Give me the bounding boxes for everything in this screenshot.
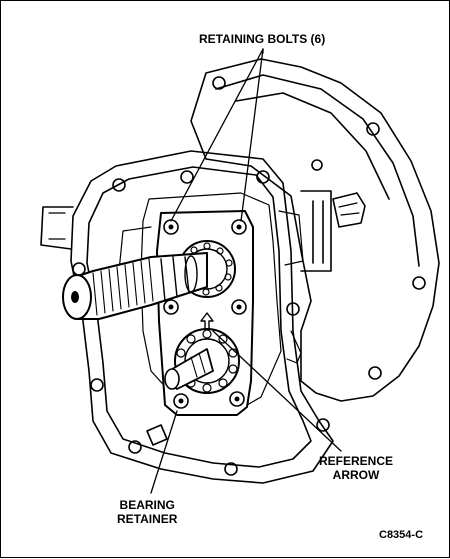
case-side-ribs [300, 190, 332, 272]
case-bolt [368, 366, 382, 380]
reference-arrow-label: REFERENCE ARROW [319, 454, 393, 482]
input-shaft-splines [92, 258, 154, 316]
retaining-bolts-label: RETAINING BOLTS (6) [199, 32, 326, 46]
housing-bolt [112, 178, 126, 192]
housing-bolt [180, 170, 194, 184]
housing-bolt [128, 440, 142, 454]
countershaft-bearing-balls [176, 329, 238, 393]
reference-arrow-label-line1: REFERENCE [319, 454, 394, 468]
housing-bolt [224, 462, 238, 476]
case-bolt [412, 276, 426, 290]
housing-left-ear [40, 206, 74, 250]
housing-bolt [72, 262, 86, 276]
housing-bolt [286, 302, 300, 316]
transmission-case [190, 58, 440, 402]
case-ridge [215, 74, 420, 267]
housing-bolt [316, 418, 330, 432]
bearing-retainer-label: BEARING RETAINER [117, 498, 177, 526]
case-side-boss [332, 192, 366, 228]
reference-arrow-label-line2: ARROW [332, 468, 380, 482]
housing-bolt [256, 170, 270, 184]
leader-lines [150, 48, 342, 494]
figure-code: C8354-C [379, 529, 424, 541]
case-bolt [212, 76, 226, 90]
dowel-pin [146, 424, 168, 446]
case-ridge-2 [235, 92, 390, 200]
case-bolt [366, 122, 380, 136]
bearing-retainer-label-line1: BEARING [119, 498, 175, 512]
housing-bolt [90, 378, 104, 392]
case-bolt [311, 159, 323, 171]
bearing-retainer-label-line2: RETAINER [117, 512, 178, 526]
